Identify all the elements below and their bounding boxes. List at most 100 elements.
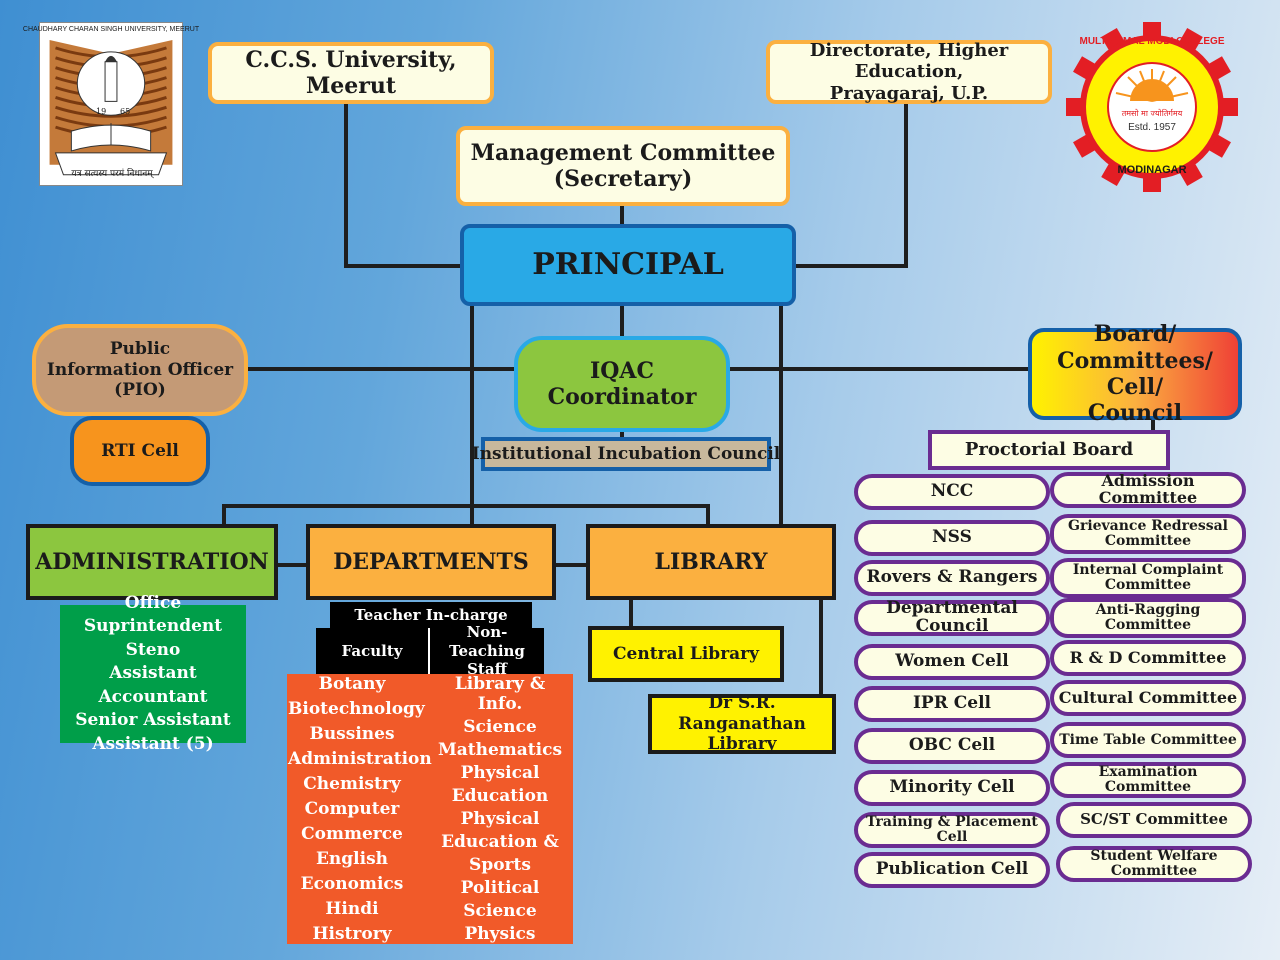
central-library-label: Central Library: [612, 643, 759, 664]
departments-node: DEPARTMENTS: [306, 524, 556, 600]
department-item: Political: [460, 877, 540, 898]
admin-staff-list: Office Suprintendent Steno Assistant Acc…: [60, 593, 246, 754]
committee-sc-st: SC/ST Committee: [1056, 802, 1252, 838]
iqac-line-2: Coordinator: [547, 384, 697, 410]
management-committee-node: Management Committee (Secretary): [456, 126, 790, 206]
proctorial-board-node: Proctorial Board: [928, 430, 1170, 470]
cell-label: Departmental Council: [886, 598, 1018, 636]
cell-ipr: IPR Cell: [854, 686, 1050, 722]
incubation-council-label: Institutional Incubation Council: [471, 443, 781, 464]
connector: [794, 264, 908, 268]
directorate-line-1: Directorate, Higher Education,: [809, 39, 1009, 83]
college-emblem-icon: [1066, 21, 1238, 193]
faculty-text: Faculty: [341, 642, 403, 660]
committee-label: Committee: [1104, 577, 1192, 593]
teacher-incharge-text: Teacher In-charge: [354, 606, 508, 624]
department-item: Science: [463, 900, 537, 921]
connector: [620, 304, 624, 338]
cell-publication: Publication Cell: [854, 852, 1050, 888]
iqac-line-1: IQAC: [589, 357, 655, 384]
connector: [819, 598, 823, 696]
ccs-university-label: C.C.S. University, Meerut: [245, 46, 457, 99]
principal-label: PRINCIPAL: [532, 247, 724, 282]
central-library-node: Central Library: [588, 626, 784, 682]
cell-women: Women Cell: [854, 644, 1050, 680]
logo-motto: यत्र सत्यस्य परमं निधानम्: [71, 169, 153, 179]
cell-nss: NSS: [854, 520, 1050, 556]
cell-training-placement: Training & Placement Cell: [854, 812, 1050, 848]
logo-year-right: 65: [120, 107, 131, 116]
department-item: Sports: [469, 854, 531, 875]
committee-time-table: Time Table Committee: [1050, 722, 1246, 758]
logo-year-left: 19: [96, 107, 107, 116]
committee-label: Committee: [1104, 533, 1192, 549]
department-item: Physical: [460, 809, 540, 829]
boards-line-2: Committees/ Cell/: [1057, 347, 1213, 400]
non-teaching-line-1: Non-Teaching: [449, 622, 525, 660]
proctorial-board-label: Proctorial Board: [964, 439, 1134, 461]
pio-line-1: Public: [109, 339, 171, 360]
admin-staff-item: Steno: [125, 639, 181, 660]
non-teaching-line-2: Staff: [467, 660, 507, 679]
college-name: MULTANIMAL MODI COLLEGE: [1079, 36, 1225, 47]
boards-line-3: Council: [1087, 400, 1183, 427]
department-item: Mathematics: [437, 740, 563, 761]
department-item: English: [315, 848, 389, 869]
directorate-line-2: Prayagaraj, U.P.: [829, 82, 989, 104]
department-item: Bussines: [309, 723, 395, 744]
rti-cell-label: RTI Cell: [101, 440, 179, 461]
connector: [629, 598, 633, 628]
department-item: Hindi: [325, 898, 379, 919]
connector: [904, 104, 908, 268]
pio-node: Public Information Officer (PIO): [32, 324, 248, 416]
department-item: Chemistry: [303, 773, 401, 794]
committee-label: Committee: [1104, 617, 1192, 633]
boards-line-1: Board/: [1093, 321, 1177, 348]
committee-label: Admission Committee: [1098, 471, 1198, 507]
departments-list-panel: [287, 674, 573, 944]
boards-committees-node: Board/ Committees/ Cell/ Council: [1028, 321, 1242, 426]
rti-cell-node: RTI Cell: [70, 416, 210, 486]
connector: [779, 304, 783, 526]
cell-obc: OBC Cell: [854, 728, 1050, 764]
department-item: Administration: [288, 748, 432, 769]
cell-label: Women Cell: [895, 651, 1009, 672]
admin-staff-item: Assistant (5): [92, 733, 214, 754]
connector: [246, 367, 518, 371]
department-item: Computer: [304, 798, 400, 819]
connector: [620, 430, 624, 440]
college-established: Estd. 1957: [1128, 122, 1176, 133]
cell-label: IPR Cell: [912, 693, 992, 714]
department-item: Science: [463, 717, 537, 738]
connector: [728, 367, 1030, 371]
management-line-1: Management Committee: [470, 139, 776, 166]
department-item: Biotechnology: [288, 698, 425, 719]
library-label: LIBRARY: [654, 548, 768, 575]
committee-anti-ragging: Anti-Ragging Committee: [1050, 598, 1246, 638]
cell-label: OBC Cell: [908, 735, 996, 756]
committee-label: SC/ST Committee: [1080, 810, 1228, 829]
committee-label: Anti-Ragging: [1095, 602, 1201, 619]
cell-departmental-council: Departmental Council: [854, 598, 1050, 636]
college-logo: MULTANIMAL MODI COLLEGE तमसो मा ज्योतिर्…: [1064, 21, 1240, 193]
admin-staff-item: Office Suprintendent: [83, 592, 223, 637]
cell-ncc: NCC: [854, 474, 1050, 510]
committee-internal-complaint: Internal Complaint Committee: [1050, 558, 1246, 598]
committee-label: Student Welfare Committee: [1090, 848, 1218, 879]
committee-label: Cultural Committee: [1058, 687, 1238, 707]
admin-staff-item: Senior Assistant: [75, 710, 231, 731]
connector: [344, 104, 348, 266]
administration-label: ADMINISTRATION: [35, 548, 269, 575]
connector: [1151, 418, 1155, 432]
non-teaching-staff-label: Non-Teaching Staff: [430, 623, 544, 678]
directorate-node: Directorate, Higher Education, Prayagara…: [766, 40, 1052, 104]
department-item: Botany: [318, 674, 386, 694]
incubation-council-node: Institutional Incubation Council: [472, 437, 780, 471]
university-emblem-icon: [49, 40, 173, 176]
cell-label: Minority Cell: [889, 777, 1015, 798]
committee-label: Internal Complaint: [1072, 562, 1224, 579]
department-item: Commerce: [301, 823, 403, 844]
connector: [470, 304, 474, 526]
committee-examination: Examination Committee: [1050, 762, 1246, 798]
